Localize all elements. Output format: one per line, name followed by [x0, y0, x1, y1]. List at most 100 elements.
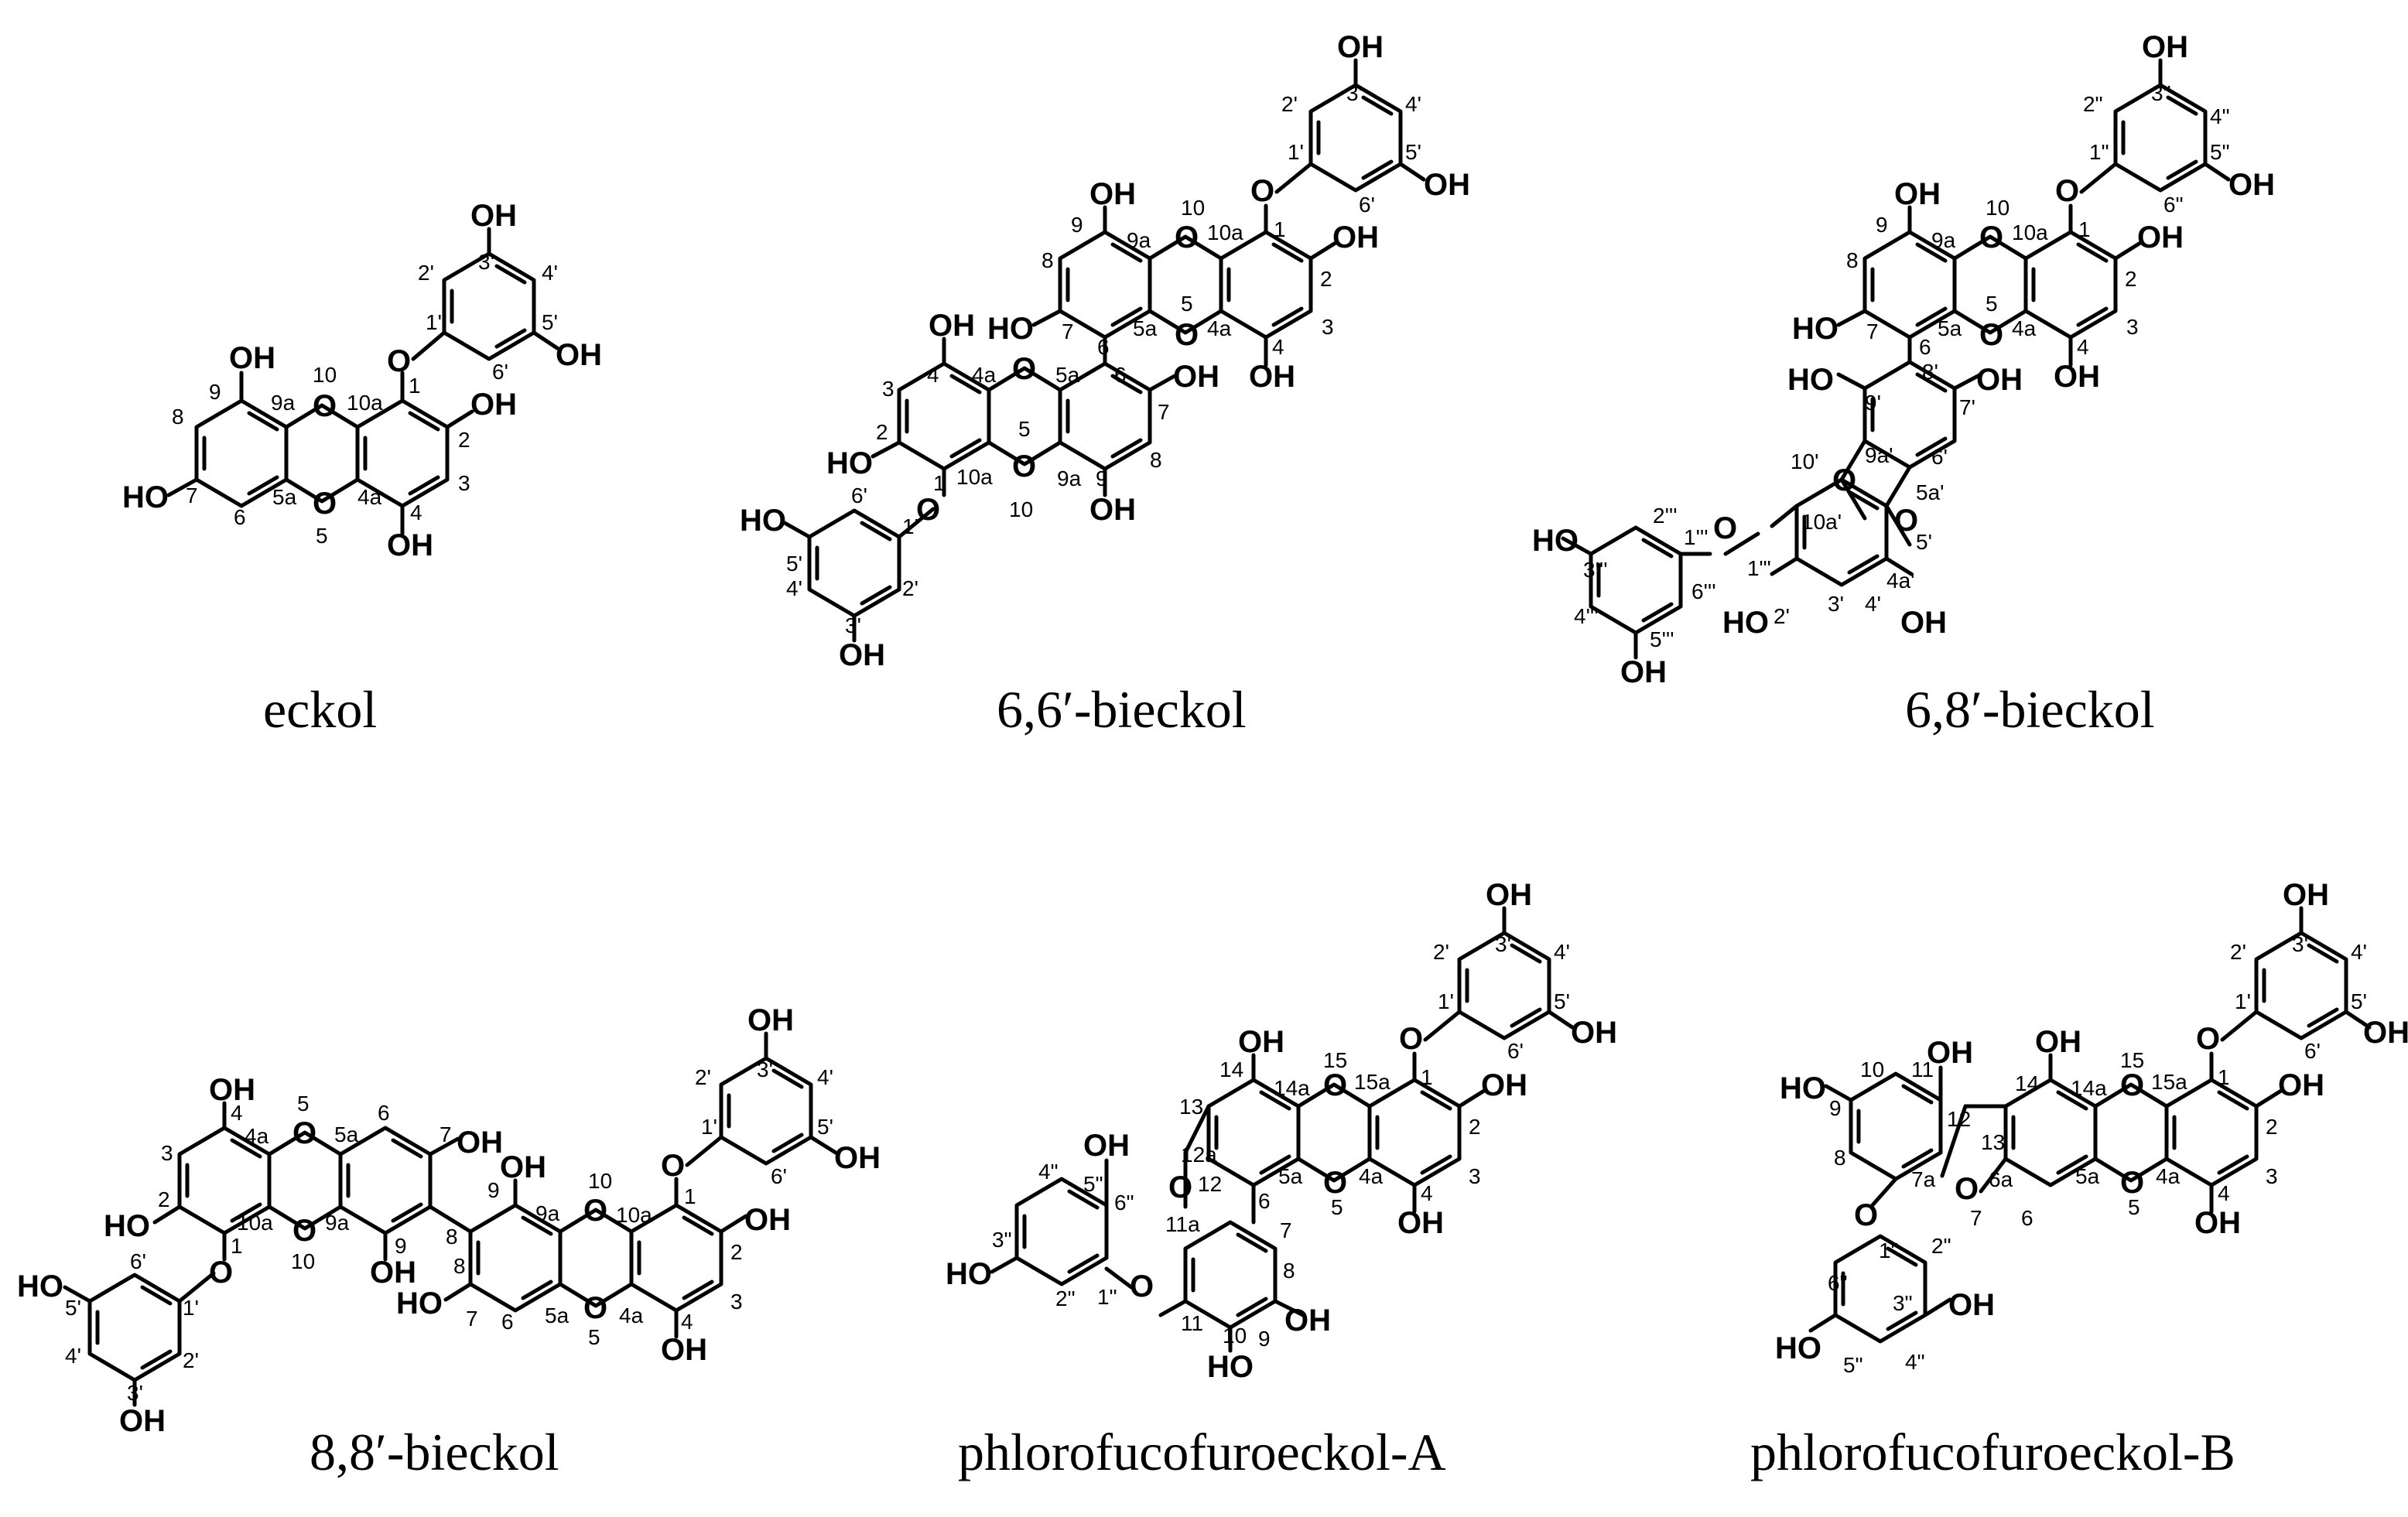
svg-text:11: 11 [1181, 1311, 1203, 1335]
svg-text:2": 2" [1055, 1286, 1076, 1310]
svg-text:O: O [1012, 449, 1036, 483]
svg-text:O: O [387, 344, 411, 378]
svg-text:4a': 4a' [1886, 569, 1915, 593]
svg-text:5: 5 [588, 1325, 600, 1349]
caption-6-6-bieckol: 6,6′-bieckol [997, 680, 1247, 739]
svg-text:OH: OH [1976, 363, 2023, 397]
svg-text:7': 7' [1959, 395, 1975, 419]
svg-text:OH: OH [1083, 1129, 1130, 1163]
svg-text:7: 7 [1970, 1206, 1982, 1230]
svg-text:4a: 4a [245, 1124, 269, 1148]
svg-text:O: O [2196, 1022, 2220, 1056]
svg-text:HO: HO [1722, 606, 1769, 640]
svg-text:5": 5" [1843, 1353, 1863, 1377]
svg-text:6': 6' [130, 1249, 146, 1273]
svg-text:3: 3 [458, 471, 470, 495]
svg-text:5: 5 [297, 1092, 310, 1116]
svg-text:3: 3 [2266, 1164, 2278, 1188]
svg-text:1': 1' [426, 310, 442, 334]
svg-text:4': 4' [65, 1344, 81, 1368]
svg-text:6": 6" [1828, 1271, 1848, 1295]
structure-eckol: OH OH O OH O O OH HO OH 3' 2' 4' 1' 5' 6… [122, 199, 602, 739]
svg-text:4''': 4''' [1574, 604, 1599, 628]
svg-text:1: 1 [933, 471, 946, 495]
svg-text:5a: 5a [272, 485, 297, 509]
svg-text:HO: HO [1207, 1350, 1254, 1384]
svg-text:10': 10' [1791, 449, 1819, 473]
svg-text:5a: 5a [545, 1303, 570, 1327]
svg-text:4: 4 [681, 1310, 693, 1334]
svg-text:HO: HO [1775, 1331, 1821, 1365]
svg-text:15a: 15a [1354, 1070, 1390, 1094]
svg-text:O: O [313, 487, 337, 521]
svg-text:10: 10 [588, 1169, 612, 1193]
svg-text:OH: OH [1397, 1206, 1444, 1240]
svg-text:OH: OH [1486, 878, 1532, 912]
svg-text:2": 2" [2083, 92, 2103, 116]
svg-text:OH: OH [500, 1150, 546, 1184]
svg-text:10a: 10a [347, 391, 383, 415]
svg-text:HO: HO [1780, 1071, 1826, 1105]
svg-text:O: O [2120, 1166, 2144, 1200]
structure-phlorofucofuroeckol-b: OH O O OH OH O OH OH HO OH O O OH HO 3' … [1750, 878, 2408, 1481]
svg-text:6': 6' [492, 360, 508, 384]
svg-text:6''': 6''' [1691, 579, 1716, 603]
svg-text:8: 8 [1846, 248, 1859, 272]
svg-text:5: 5 [1986, 292, 1998, 316]
svg-text:1: 1 [1421, 1065, 1433, 1089]
svg-text:OH: OH [1238, 1025, 1284, 1059]
svg-text:9': 9' [1865, 391, 1881, 415]
svg-text:9a: 9a [1127, 228, 1151, 252]
svg-text:OH: OH [1173, 360, 1219, 394]
svg-text:5: 5 [1331, 1195, 1343, 1219]
svg-text:9a: 9a [535, 1201, 560, 1225]
svg-text:OH: OH [1948, 1288, 1995, 1322]
svg-text:9a: 9a [1931, 228, 1956, 252]
svg-text:5: 5 [1018, 417, 1031, 441]
svg-text:8: 8 [1283, 1259, 1295, 1283]
svg-text:4: 4 [410, 501, 422, 524]
svg-text:14a: 14a [2071, 1076, 2107, 1100]
svg-text:8: 8 [1150, 448, 1162, 472]
svg-text:7: 7 [440, 1122, 452, 1146]
svg-text:O: O [1713, 511, 1737, 545]
svg-text:10a: 10a [2012, 220, 2048, 244]
svg-text:4a: 4a [2156, 1164, 2181, 1188]
svg-text:7: 7 [186, 483, 198, 507]
svg-text:4": 4" [1038, 1160, 1059, 1184]
svg-text:3': 3' [1828, 592, 1844, 616]
svg-text:1": 1" [1097, 1285, 1117, 1309]
svg-text:6: 6 [1258, 1189, 1271, 1213]
svg-text:3': 3' [478, 250, 494, 274]
svg-text:O: O [1854, 1198, 1878, 1232]
svg-text:2': 2' [2230, 940, 2246, 964]
svg-text:5": 5" [2210, 140, 2230, 164]
svg-text:OH: OH [834, 1141, 881, 1175]
svg-text:6: 6 [378, 1101, 390, 1125]
svg-text:5': 5' [65, 1296, 81, 1320]
svg-text:7: 7 [1280, 1218, 1292, 1242]
svg-text:8': 8' [1922, 360, 1938, 384]
svg-text:OH: OH [1481, 1068, 1527, 1102]
svg-text:6': 6' [1359, 193, 1375, 217]
svg-text:10: 10 [1009, 497, 1033, 521]
svg-text:5a: 5a [1938, 316, 1962, 340]
svg-text:6': 6' [2304, 1039, 2321, 1063]
svg-text:6: 6 [1097, 335, 1110, 359]
svg-text:5': 5' [1554, 989, 1570, 1013]
svg-text:9a: 9a [271, 391, 296, 415]
svg-text:O: O [313, 389, 337, 423]
svg-text:5': 5' [817, 1115, 833, 1139]
svg-text:9: 9 [1876, 213, 1888, 237]
svg-text:4': 4' [1865, 592, 1881, 616]
svg-text:8: 8 [446, 1225, 458, 1249]
svg-text:HO: HO [104, 1209, 150, 1243]
svg-text:OH: OH [387, 528, 433, 562]
svg-text:1: 1 [2218, 1065, 2230, 1089]
svg-text:2': 2' [418, 261, 434, 285]
svg-text:OH: OH [556, 338, 602, 372]
svg-text:6": 6" [1114, 1191, 1134, 1215]
svg-text:OH: OH [1424, 168, 1470, 202]
svg-text:1': 1' [902, 514, 918, 538]
